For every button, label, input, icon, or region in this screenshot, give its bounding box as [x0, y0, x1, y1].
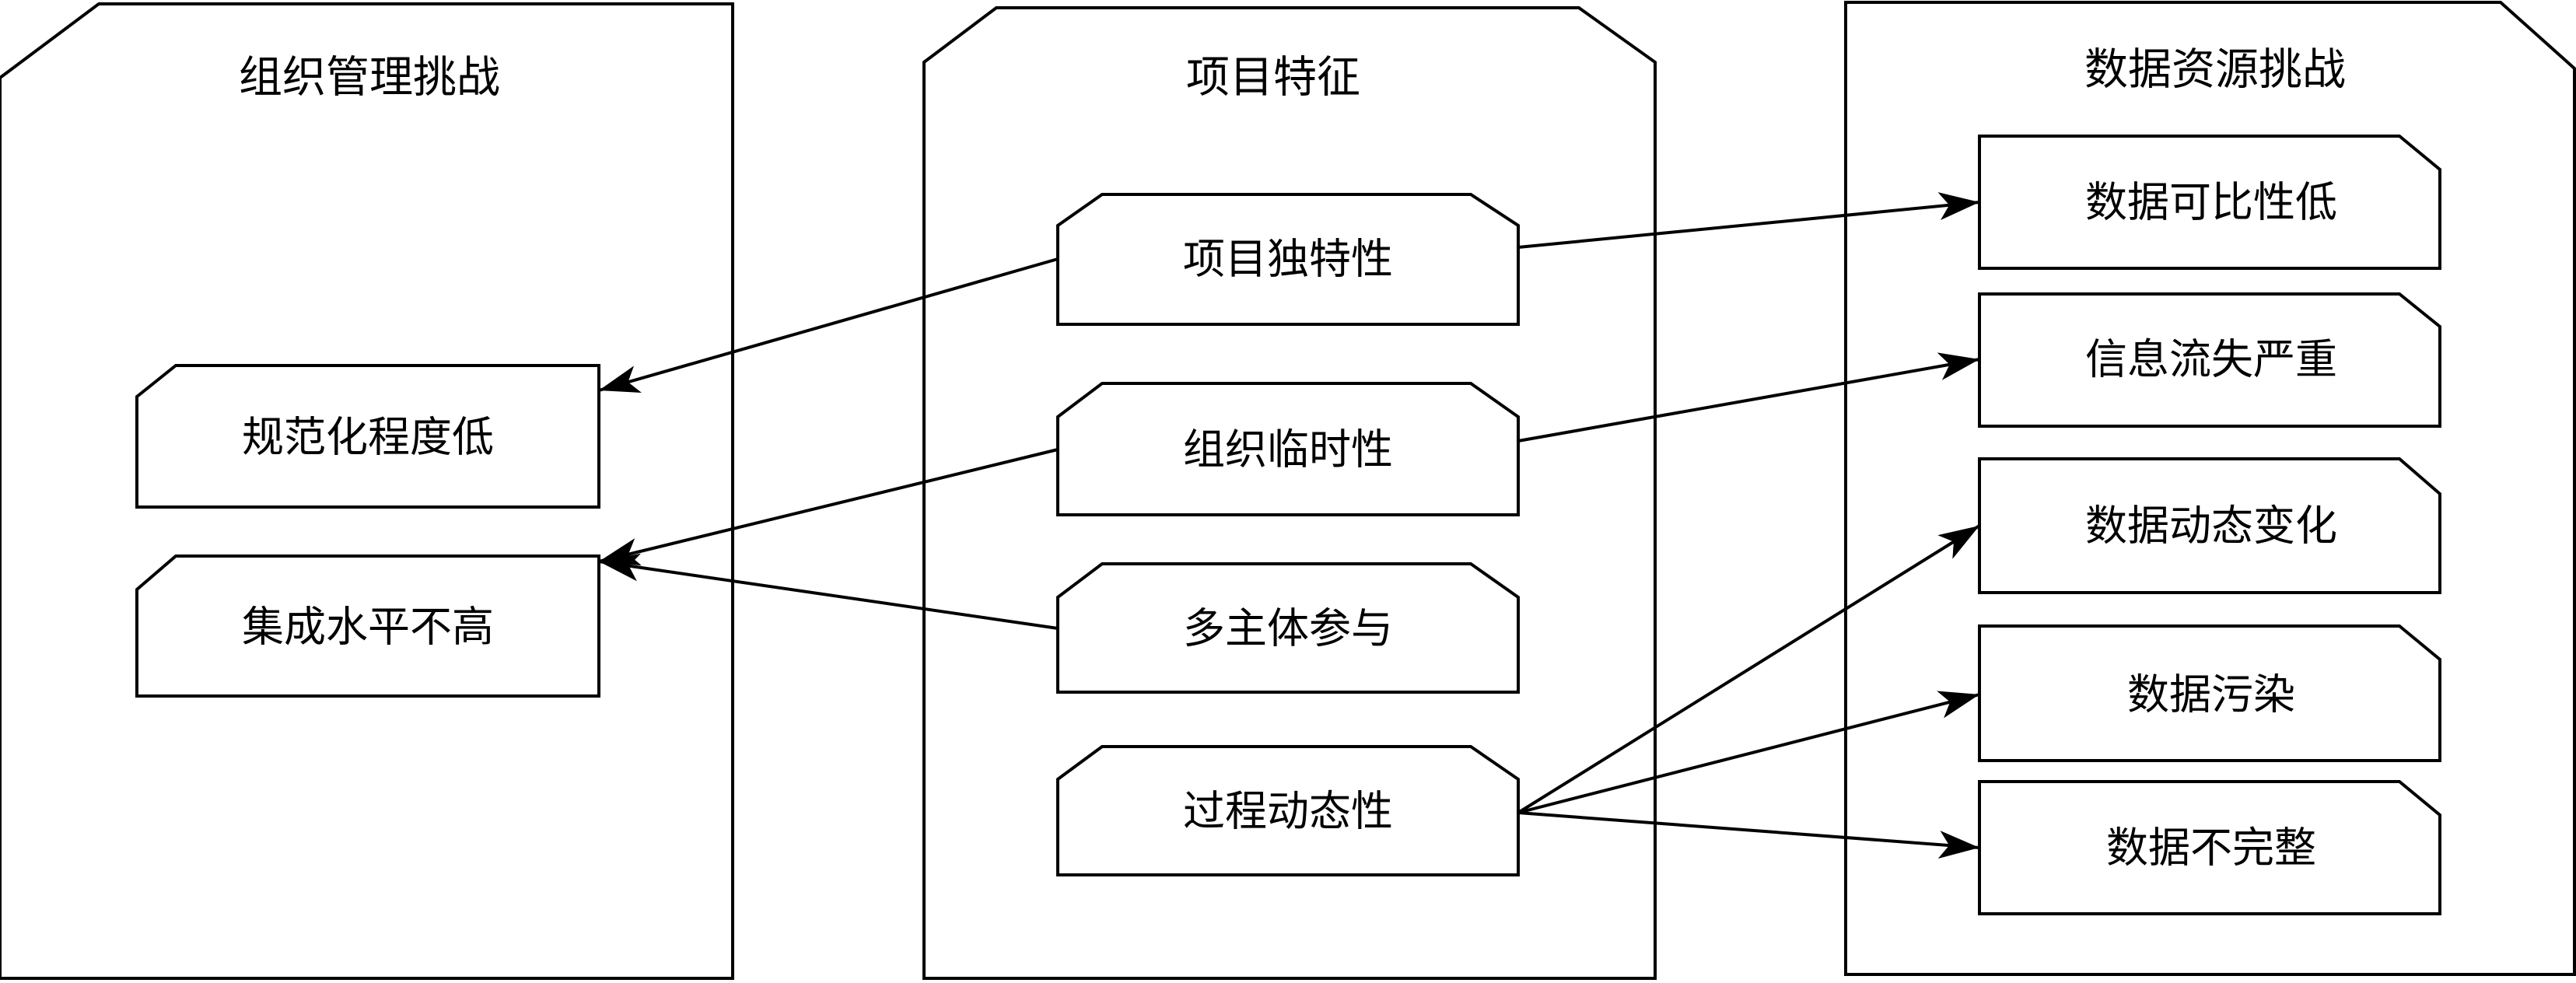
node-data-incomplete — [1978, 780, 2441, 915]
org-challenge-title: 组织管理挑战 — [239, 53, 500, 103]
node-proj-multi — [1056, 562, 1520, 694]
node-proj-temporary — [1056, 382, 1520, 516]
node-data-change-label: 数据动态变化 — [2085, 502, 2337, 551]
data-challenge-title: 数据资源挑战 — [2084, 45, 2346, 96]
node-proj-temporary-label: 组织临时性 — [1183, 425, 1393, 474]
node-org-integration-label: 集成水平不高 — [242, 603, 494, 652]
node-data-change — [1978, 457, 2441, 594]
node-data-loss — [1978, 292, 2441, 428]
node-proj-unique-label: 项目独特性 — [1183, 235, 1393, 284]
edge-temporary-to-loss — [1517, 352, 1980, 443]
edge-dynamic-to-change — [1517, 524, 1981, 814]
node-proj-multi-label: 多主体参与 — [1183, 604, 1393, 653]
node-org-integration — [135, 554, 600, 698]
node-org-standard — [135, 364, 600, 509]
node-data-comparability — [1978, 135, 2441, 270]
node-data-comparability-label: 数据可比性低 — [2085, 178, 2337, 227]
edge-multi-to-integration — [598, 553, 1059, 630]
node-proj-dynamic-label: 过程动态性 — [1183, 787, 1393, 836]
edge-unique-to-comparability — [1517, 192, 1980, 249]
node-proj-dynamic — [1056, 745, 1520, 876]
edge-dynamic-to-incomplete — [1517, 811, 1980, 859]
node-data-loss-label: 信息流失严重 — [2085, 335, 2337, 384]
node-proj-unique — [1056, 193, 1520, 326]
project-feature-title: 项目特征 — [1186, 53, 1360, 103]
edge-temporary-to-integration — [598, 448, 1059, 566]
node-data-incomplete-label: 数据不完整 — [2106, 824, 2316, 873]
edge-unique-to-standard — [598, 257, 1059, 393]
node-org-standard-label: 规范化程度低 — [242, 413, 494, 462]
node-data-pollution-label: 数据污染 — [2127, 670, 2295, 719]
edge-dynamic-to-pollution — [1517, 691, 1980, 814]
node-data-pollution — [1978, 624, 2441, 762]
